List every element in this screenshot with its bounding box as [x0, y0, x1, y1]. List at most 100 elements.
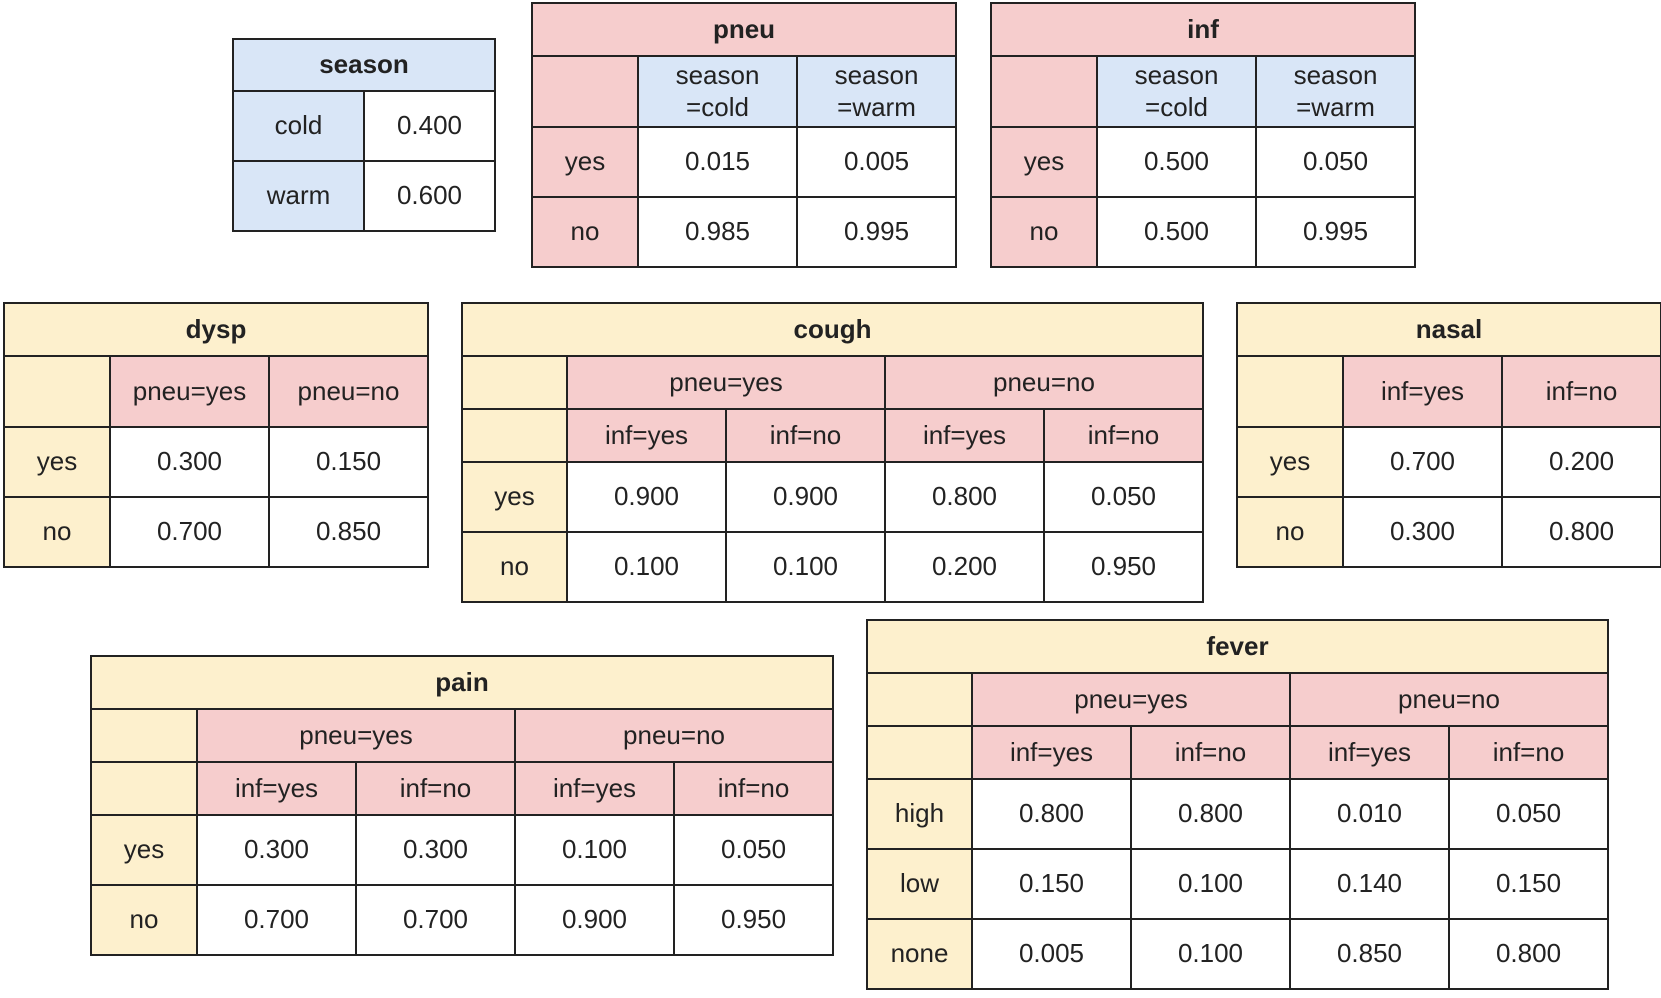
probability-cell: 0.600 [363, 160, 496, 232]
cpt-title: nasal [1235, 302, 1661, 357]
state-label: none [866, 918, 973, 990]
corner-cell [90, 761, 198, 816]
state-label: yes [1236, 426, 1344, 498]
state-label: yes [531, 126, 639, 198]
probability-cell: 0.800 [884, 461, 1045, 533]
probability-cell: 0.015 [637, 126, 798, 198]
parent-group-header: pneu=no [1288, 672, 1610, 727]
state-label: no [461, 531, 568, 603]
probability-cell: 0.300 [109, 426, 270, 498]
cpt-pneu: pneu season =cold season =warm yes 0.015… [530, 2, 958, 268]
cpt-title: pneu [530, 2, 958, 57]
probability-cell: 0.100 [566, 531, 727, 603]
probability-cell: 0.050 [1447, 778, 1610, 850]
probability-cell: 0.995 [795, 196, 958, 268]
parent-condition-header: season =cold [1096, 55, 1257, 128]
cpt-title: fever [865, 619, 1610, 674]
probability-cell: 0.800 [1500, 496, 1661, 568]
probability-cell: 0.010 [1289, 778, 1450, 850]
state-label: no [3, 496, 111, 568]
probability-cell: 0.700 [109, 496, 270, 568]
cpt-title: dysp [2, 302, 430, 357]
probability-cell: 0.200 [884, 531, 1045, 603]
probability-cell: 0.300 [1342, 496, 1503, 568]
probability-cell: 0.050 [1254, 126, 1417, 198]
parent-group-header: pneu=no [884, 355, 1204, 410]
corner-cell [990, 55, 1098, 128]
parent-condition-header: inf=yes [1289, 725, 1450, 780]
parent-condition-header: inf=no [672, 761, 835, 816]
probability-cell: 0.140 [1289, 848, 1450, 920]
probability-cell: 0.050 [672, 814, 835, 886]
probability-cell: 0.100 [1130, 918, 1291, 990]
probability-cell: 0.150 [1447, 848, 1610, 920]
corner-cell [461, 408, 568, 463]
parent-condition-header: pneu=yes [109, 355, 270, 428]
probability-cell: 0.700 [1342, 426, 1503, 498]
cpt-title: pain [89, 655, 835, 710]
probability-cell: 0.985 [637, 196, 798, 268]
probability-cell: 0.900 [514, 884, 675, 956]
state-label: no [531, 196, 639, 268]
probability-cell: 0.700 [196, 884, 357, 956]
state-label: no [990, 196, 1098, 268]
cpt-title: inf [989, 2, 1417, 57]
probability-cell: 0.100 [514, 814, 675, 886]
parent-condition-header: inf=no [725, 408, 886, 463]
parent-group-header: pneu=yes [196, 708, 516, 763]
corner-cell [461, 355, 568, 410]
parent-condition-header: inf=no [1447, 725, 1610, 780]
parent-condition-header: inf=no [355, 761, 516, 816]
corner-cell [90, 708, 198, 763]
probability-cell: 0.850 [267, 496, 430, 568]
cpt-fever: fever pneu=yes pneu=no inf=yes inf=no in… [865, 619, 1610, 990]
probability-cell: 0.200 [1500, 426, 1661, 498]
cpt-dysp: dysp pneu=yes pneu=no yes 0.300 0.150 no… [2, 302, 430, 568]
probability-cell: 0.500 [1096, 126, 1257, 198]
parent-condition-header: season =warm [795, 55, 958, 128]
corner-cell [866, 672, 973, 727]
parent-condition-header: inf=yes [196, 761, 357, 816]
cpt-title: season [232, 38, 496, 92]
state-label: yes [990, 126, 1098, 198]
parent-condition-header: inf=no [1500, 355, 1661, 428]
probability-cell: 0.150 [267, 426, 430, 498]
parent-condition-header: inf=yes [1342, 355, 1503, 428]
probability-cell: 0.950 [1043, 531, 1204, 603]
cpt-cough: cough pneu=yes pneu=no inf=yes inf=no in… [461, 302, 1204, 603]
cpt-season: season cold 0.400 warm 0.600 [232, 38, 496, 232]
probability-cell: 0.800 [971, 778, 1132, 850]
parent-condition-header: inf=yes [514, 761, 675, 816]
probability-cell: 0.500 [1096, 196, 1257, 268]
state-label: cold [232, 90, 365, 162]
probability-cell: 0.950 [672, 884, 835, 956]
state-label: yes [3, 426, 111, 498]
probability-cell: 0.800 [1130, 778, 1291, 850]
parent-condition-header: season =warm [1254, 55, 1417, 128]
state-label: yes [90, 814, 198, 886]
corner-cell [531, 55, 639, 128]
state-label: high [866, 778, 973, 850]
parent-condition-header: inf=yes [566, 408, 727, 463]
state-label: no [90, 884, 198, 956]
corner-cell [1236, 355, 1344, 428]
probability-cell: 0.700 [355, 884, 516, 956]
parent-condition-header: pneu=no [267, 355, 430, 428]
cpt-nasal: nasal inf=yes inf=no yes 0.700 0.200 no … [1235, 302, 1661, 568]
state-label: low [866, 848, 973, 920]
parent-condition-header: inf=yes [884, 408, 1045, 463]
probability-cell: 0.100 [725, 531, 886, 603]
parent-group-header: pneu=yes [566, 355, 886, 410]
probability-cell: 0.050 [1043, 461, 1204, 533]
probability-cell: 0.995 [1254, 196, 1417, 268]
probability-cell: 0.005 [795, 126, 958, 198]
parent-group-header: pneu=no [513, 708, 835, 763]
parent-condition-header: inf=no [1043, 408, 1204, 463]
probability-cell: 0.400 [363, 90, 496, 162]
parent-condition-header: season =cold [637, 55, 798, 128]
probability-cell: 0.900 [566, 461, 727, 533]
state-label: yes [461, 461, 568, 533]
state-label: no [1236, 496, 1344, 568]
cpt-title: cough [461, 302, 1204, 357]
state-label: warm [232, 160, 365, 232]
